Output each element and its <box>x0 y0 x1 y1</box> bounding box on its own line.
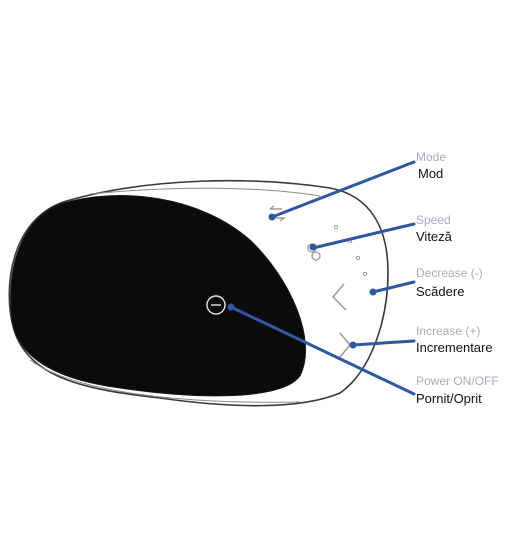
decrease-label-en: Decrease (-) <box>416 266 483 280</box>
mode-icon[interactable] <box>269 205 287 222</box>
increase-anchor-dot <box>349 341 357 349</box>
decrease-leader-line <box>371 280 416 294</box>
speed-level-dots <box>333 224 368 277</box>
mode-label-ro: Mod <box>418 166 444 181</box>
front-panel <box>10 195 307 397</box>
power-label-en: Power ON/OFF <box>416 374 499 388</box>
power-label-ro: Pornit/Oprit <box>416 391 482 406</box>
decrease-label-ro: Scădere <box>416 284 465 299</box>
mode-anchor-dot <box>268 213 276 221</box>
power-leader-line <box>229 305 416 396</box>
speed-leader-line <box>311 222 416 250</box>
speed-anchor-dot <box>309 243 317 251</box>
speed-label-en: Speed <box>416 213 451 227</box>
device-rim <box>89 187 321 197</box>
device-base-rim <box>29 359 301 403</box>
increase-leader-line <box>351 339 416 347</box>
power-anchor-dot <box>227 303 235 311</box>
power-icon[interactable] <box>206 295 226 315</box>
mode-label-en: Mode <box>416 150 447 164</box>
mode-leader-line <box>270 160 416 219</box>
increase-label-ro: Incrementare <box>416 340 493 355</box>
increase-label-en: Increase (+) <box>416 324 481 338</box>
decrease-chevron-icon[interactable] <box>331 283 347 311</box>
speed-label-ro: Viteză <box>416 229 452 244</box>
decrease-anchor-dot <box>369 288 377 296</box>
